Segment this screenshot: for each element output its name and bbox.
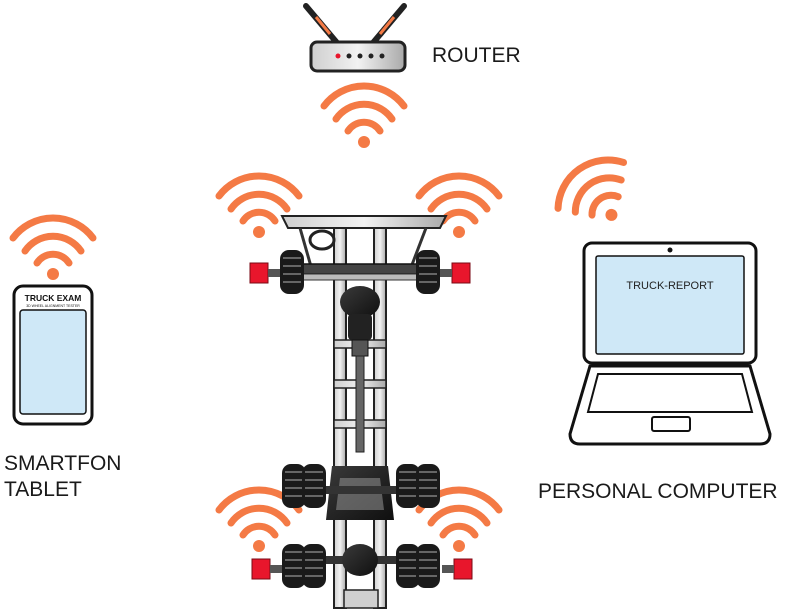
wifi-signal-icon-laptop <box>547 146 648 243</box>
sensor-rear-left-clamp <box>270 565 282 573</box>
sensor-rear-left <box>251 558 271 580</box>
phone-brand: TRUCK EXAM <box>25 293 82 303</box>
smartphone-label-line2: TABLET <box>4 478 82 501</box>
router-icon <box>303 3 407 73</box>
smartphone-icon: TRUCK EXAM 3D WHEEL ALIGNMENT TESTER <box>12 284 94 426</box>
wifi-signal-icon-front-left <box>219 176 299 238</box>
laptop-icon: TRUCK-REPORT <box>568 241 772 446</box>
sensor-front-left <box>249 262 269 284</box>
wheel-sensors <box>249 262 473 580</box>
computer-label: PERSONAL COMPUTER <box>538 480 778 503</box>
phone-tagline: 3D WHEEL ALIGNMENT TESTER <box>26 304 80 308</box>
sensor-front-right-clamp <box>440 269 452 277</box>
router-label: ROUTER <box>432 44 521 67</box>
sensor-rear-right <box>453 558 473 580</box>
smartphone-label-line1: SMARTFON <box>4 452 122 475</box>
sensor-rear-right-clamp <box>442 565 454 573</box>
sensor-front-right <box>451 262 471 284</box>
wifi-signal-icon-phone <box>13 218 93 280</box>
sensor-front-left-clamp <box>268 269 280 277</box>
laptop-screen-text: TRUCK-REPORT <box>626 280 713 292</box>
wifi-signal-icon-router <box>324 86 404 148</box>
truck-chassis-icon <box>279 215 448 609</box>
